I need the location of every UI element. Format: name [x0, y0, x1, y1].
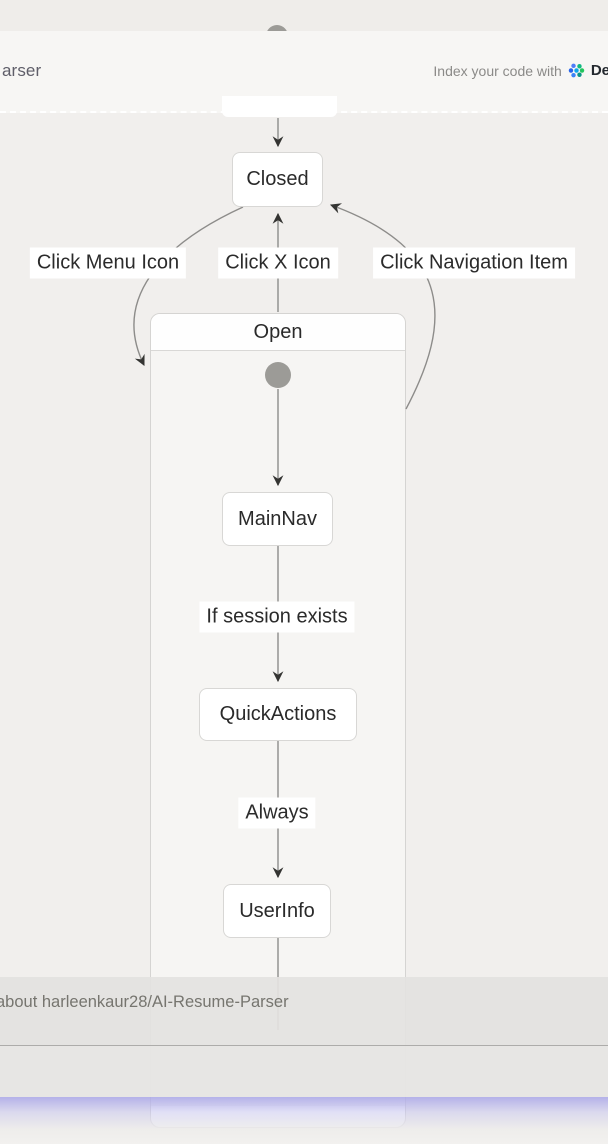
ask-devin-bar[interactable]: about harleenkaur28/AI-Resume-Parser [0, 977, 608, 1046]
transition-label-if-session-exists: If session exists [199, 601, 355, 633]
state-node-mainnav: MainNav [222, 492, 333, 546]
promo-brand: De [590, 62, 608, 79]
state-node-userinfo: UserInfo [223, 884, 331, 938]
transition-label-click-navigation-item: Click Navigation Item [373, 247, 575, 279]
status-bar-area [0, 0, 608, 31]
transition-label-always: Always [238, 797, 316, 829]
devin-logo-icon [568, 63, 585, 78]
focus-glow [0, 1097, 608, 1144]
state-node-closed: Closed [232, 152, 323, 207]
ask-input-area[interactable] [0, 1046, 608, 1097]
ask-devin-text: about harleenkaur28/AI-Resume-Parser [0, 993, 289, 1011]
transition-label-click-menu-icon: Click Menu Icon [29, 247, 187, 279]
repo-title[interactable]: arser [2, 61, 42, 80]
index-code-promo-link[interactable]: Index your code with De [433, 62, 608, 79]
promo-text: Index your code with [433, 62, 562, 79]
open-state-title: Open [151, 314, 405, 351]
state-node-quickactions: QuickActions [199, 688, 357, 741]
transition-label-click-x-icon: Click X Icon [218, 247, 338, 279]
clipped-state-node [222, 96, 337, 117]
